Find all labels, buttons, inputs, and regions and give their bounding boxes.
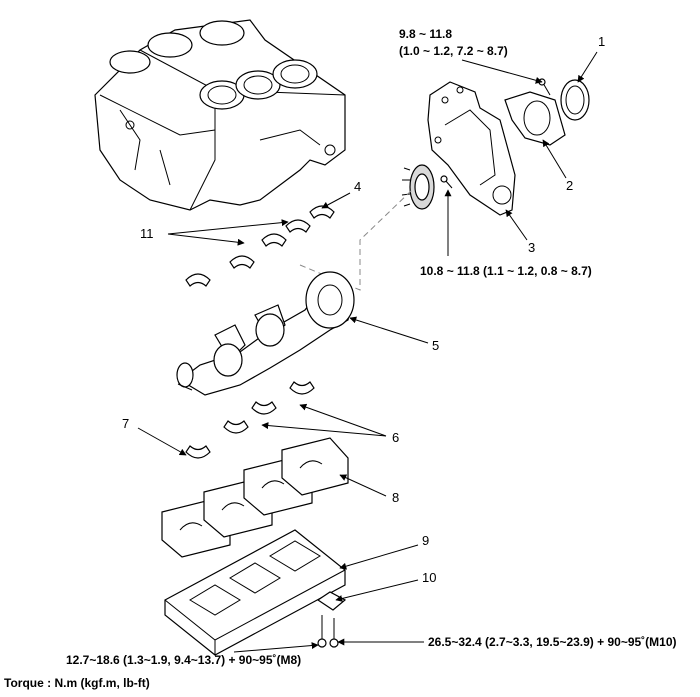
torque-spec-seal-bolt: 9.8 ~ 11.8 (399, 27, 452, 41)
crankshaft (176, 271, 355, 396)
callout-3: 3 (528, 240, 535, 255)
torque-spec-seal-bolt-units: (1.0 ~ 1.2, 7.2 ~ 8.7) (399, 44, 508, 58)
upper-main-bearings (185, 205, 335, 287)
torque-spec-m8: 12.7~18.6 (1.3~1.9, 9.4~13.7) + 90~95˚(M… (66, 653, 301, 667)
torque-specs: 9.8 ~ 11.8 (1.0 ~ 1.2, 7.2 ~ 8.7) 10.8 ~… (66, 27, 677, 667)
cylinder-block (94, 19, 346, 211)
rear-oil-seal-case (427, 81, 516, 216)
callout-4: 4 (354, 179, 361, 194)
bracket-and-bolts (316, 591, 347, 648)
crankshaft-position-sensor-target-wheel (401, 164, 453, 210)
torque-spec-target-wheel: 10.8 ~ 11.8 (1.1 ~ 1.2, 0.8 ~ 8.7) (420, 264, 592, 278)
rear-oil-seal (560, 79, 590, 121)
seal-retainer (504, 91, 566, 146)
callout-9: 9 (422, 533, 429, 548)
callout-11: 11 (140, 226, 154, 241)
leader-lines (137, 51, 598, 653)
main-bearing-caps (161, 437, 349, 558)
callout-10: 10 (422, 570, 436, 585)
callout-2: 2 (566, 178, 573, 193)
callout-7: 7 (122, 416, 129, 431)
callout-6: 6 (392, 430, 399, 445)
callout-numbers: 1 2 3 4 5 6 7 8 9 10 11 (122, 34, 605, 585)
callout-5: 5 (432, 338, 439, 353)
callout-1: 1 (598, 34, 605, 49)
torque-units-footer: Torque : N.m (kgf.m, lb-ft) (4, 676, 150, 690)
callout-8: 8 (392, 490, 399, 505)
ladder-frame (164, 529, 346, 656)
torque-spec-m10: 26.5~32.4 (2.7~3.3, 19.5~23.9) + 90~95˚(… (428, 635, 677, 649)
lower-main-bearings (185, 381, 315, 459)
